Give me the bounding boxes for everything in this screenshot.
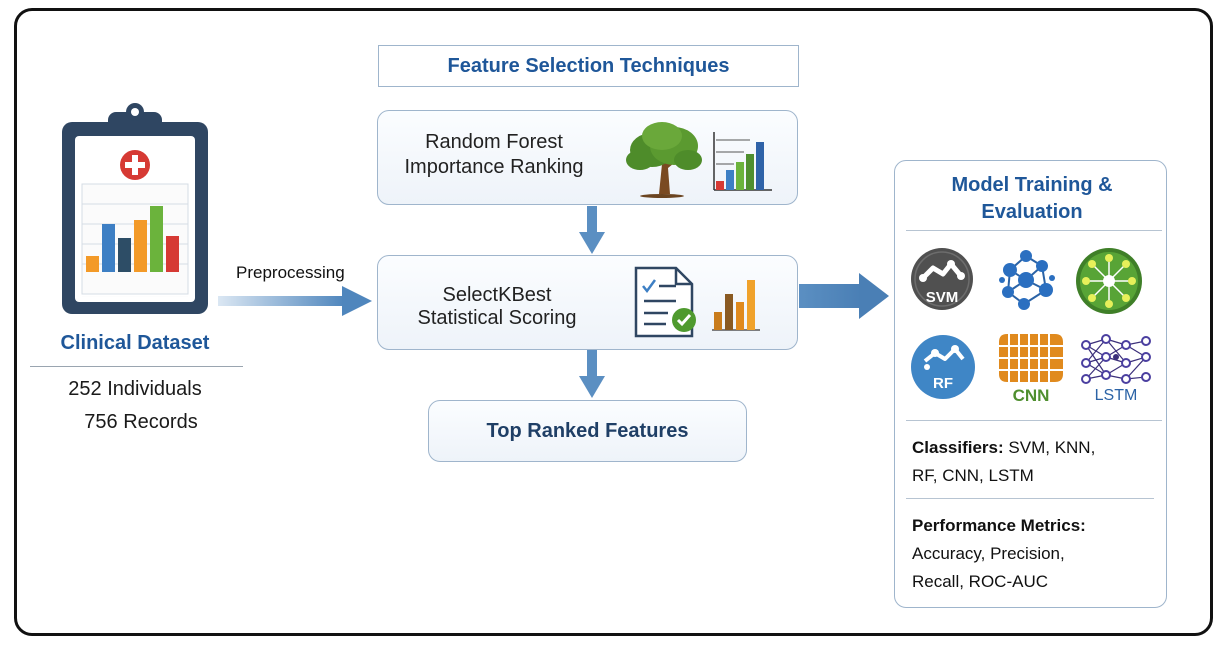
- clipboard-icon: [62, 103, 208, 314]
- svm-icon: [911, 248, 973, 310]
- medical-cross-icon: [120, 150, 150, 180]
- svm-label: SVM: [925, 289, 959, 306]
- metrics-text: Performance Metrics: Accuracy, Precision…: [912, 516, 1086, 591]
- to-training-arrow: [799, 273, 889, 319]
- down-arrow-1: [579, 206, 605, 254]
- dataset-individuals: 252 Individuals: [68, 378, 202, 400]
- rf-label: RF: [933, 375, 953, 392]
- lstm-label: LSTM: [1094, 387, 1138, 404]
- panel-divider-3: [906, 498, 1154, 499]
- cnn-grid-icon: [999, 334, 1063, 382]
- panel-divider-2: [906, 420, 1162, 421]
- random-forest-line1: Random Forest: [425, 131, 563, 153]
- model-training-title: Model Training & Evaluation: [951, 174, 1113, 223]
- selectkbest-line1: SelectKBest: [442, 284, 552, 306]
- cnn-label: CNN: [1012, 386, 1050, 405]
- tree-icon: [626, 122, 702, 198]
- preprocessing-label: Preprocessing: [236, 263, 345, 282]
- top-ranked-box: [428, 400, 747, 462]
- feature-selection-title: Feature Selection Techniques: [378, 45, 799, 87]
- dataset-divider: [30, 366, 243, 367]
- panel-divider-1: [906, 230, 1162, 231]
- checklist-document-icon: [634, 266, 696, 338]
- bar-chart-icon-2: [712, 280, 760, 331]
- selectkbest-line2: Statistical Scoring: [417, 307, 577, 329]
- dataset-records: 756 Records: [84, 411, 198, 433]
- down-arrow-2: [579, 350, 605, 398]
- preprocessing-arrow: [218, 286, 372, 316]
- neural-net-icon: [1076, 248, 1142, 314]
- bar-chart-icon: [713, 132, 772, 191]
- classifiers-text: Classifiers: SVM, KNN, RF, CNN, LSTM: [912, 438, 1096, 485]
- knn-network-icon: [999, 250, 1055, 310]
- random-forest-line2: Importance Ranking: [404, 156, 584, 178]
- lstm-network-icon: [1081, 334, 1151, 384]
- dataset-title: Clinical Dataset: [60, 332, 210, 354]
- rf-icon: [911, 335, 975, 399]
- top-ranked-label: Top Ranked Features: [486, 419, 689, 442]
